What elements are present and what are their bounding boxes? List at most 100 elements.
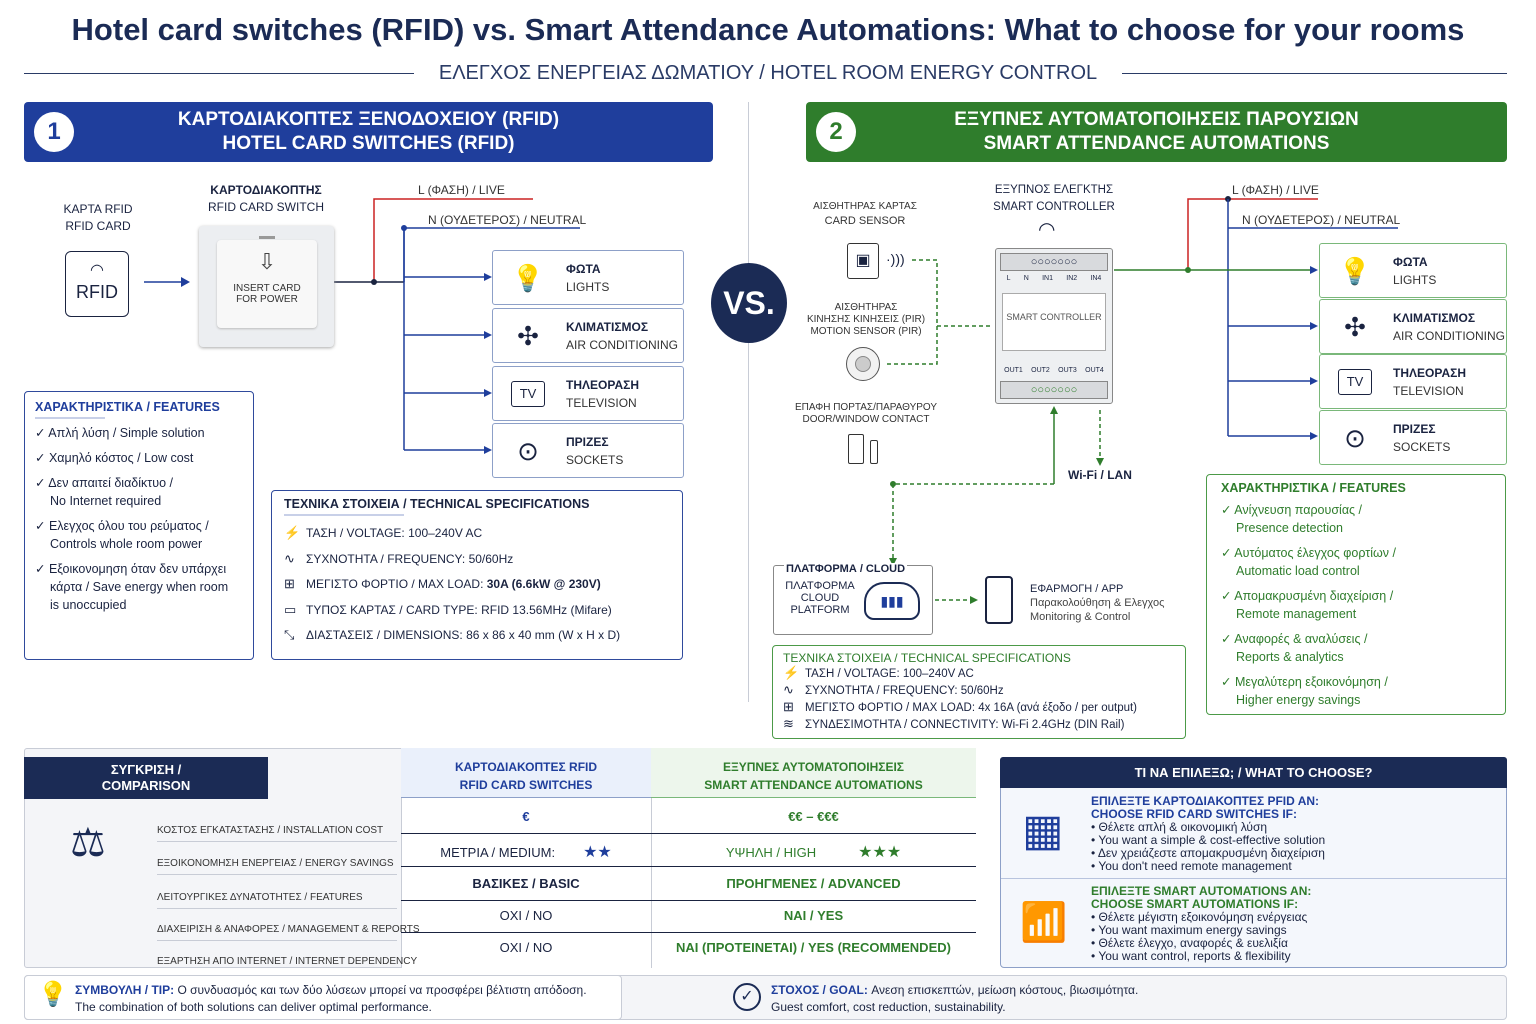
wifi-lan-label: Wi-Fi / LAN [1068,468,1132,482]
bulb-icon: 💡 [1338,256,1372,286]
door-contact-magnet [870,440,878,464]
scales-icon: ⚖ [70,821,106,865]
load-label-greek: ΦΩΤΑ [566,262,601,276]
rfid-wiring [144,198,580,454]
neutral-label: N (ΟΥΔΕΤΕΡΟΣ) / NEUTRAL [1242,213,1401,227]
spec-row: ∿ΣΥΧΝΟΤΗΤΑ / FREQUENCY: 50/60Hz [284,550,514,566]
smart-section-banner: 2 ΕΞΥΠΝΕΣ ΑΥΤΟΜΑΤΟΠΟΙΗΣΕΙΣ ΠΑΡΟΥΣΙΩΝ SMA… [806,102,1507,162]
load-label-greek: ΚΛΙΜΑΤΙΣΜΟΣ [1393,311,1476,325]
spec-row: ⤡ΔΙΑΣΤΑΣΕΙΣ / DIMENSIONS: 86 x 86 x 40 m… [284,627,621,642]
door-contact-device [848,434,864,464]
choose-bullet: • Θέλετε μέγιστη εξοικονόμηση ενέργειας [1091,910,1308,924]
cloud-icon: ▮▮▮ [864,582,920,620]
motion-sensor-label: ΑΙΣΘΗΤΗΡΑΣ ΚΙΝΗΣΗΣ ΚΙΝΗΣΕΙΣ (PIR) MOTION… [806,302,926,337]
feature-item: ✓ Δεν απαιτεί διαδίκτυο /No Internet req… [35,476,173,508]
smart-value: ΠΡΟΗΓΜΕΝΕΣ / ADVANCED [726,876,901,891]
card-sensor-label: ΑΙΣΘΗΤΗΡΑΣ ΚΑΡΤΑΣ CARD SENSOR [813,201,917,227]
terminal-label: OUT1 [1004,367,1023,374]
page-title: Hotel card switches (RFID) vs. Smart Att… [71,12,1465,47]
load-label-english: LIGHTS [566,280,610,294]
check-icon: ✓ [1221,589,1235,603]
comparison-row-label: ΛΕΙΤΟΥΡΓΙΚΕΣ ΔΥΝΑΤΟΤΗΤΕΣ / FEATURES [157,892,397,909]
spec-row: ⊞ΜΕΓΙΣΤΟ ΦΟΡΤΙΟ / MAX LOAD: 30A (6.6kW @… [284,576,601,591]
section-number-badge: 1 [34,112,74,152]
controller-label: ΕΞΥΠΝΟΣ ΕΛΕΓΚΤΗΣ SMART CONTROLLER [993,184,1115,213]
load-label-english: SOCKETS [1393,440,1451,454]
rfid-value: ΒΑΣΙΚΕΣ / BASIC [472,876,580,891]
lightbulb-icon: 💡 [38,981,68,1008]
load-label-english: TELEVISION [566,396,637,410]
bolt-icon: ⚡ [284,525,301,540]
choose-bullet: • You want control, reports & flexibilit… [1091,949,1291,963]
terminal-label: N [1023,275,1029,282]
terminal-label: OUT3 [1058,367,1077,374]
growth-chart-icon: 📶 [1020,902,1068,944]
load-label-greek: ΠΡΙΖΕΣ [566,435,609,449]
comparison-row-label: ΕΞΟΙΚΟΝΟΜΗΣΗ ΕΝΕΡΓΕΙΑΣ / ENERGY SAVINGS [157,858,397,875]
comparison-title: ΣΥΓΚΡΙΣΗ / COMPARISON [24,757,268,799]
smart-value: ΝΑΙ (ΠΡΟΤΕΙΝΕΤΑΙ) / YES (RECOMMENDED) [676,940,951,955]
load-label-english: SOCKETS [566,453,624,467]
rfid-value: € [522,809,530,824]
smart-specs-panel: ΤΕΧΝΙΚΑ ΣΤΟΙΧΕΙΑ / TECHNICAL SPECIFICATI… [772,645,1186,739]
section-number-badge: 2 [816,112,856,152]
terminal-label: IN4 [1090,275,1102,282]
wifi-icon: ≋ [783,716,794,731]
bulb-icon: 💡 [511,263,545,293]
load-label-english: LIGHTS [1393,273,1437,287]
fan-icon: ✣ [1344,312,1366,342]
arrow-down-icon: ⇩ [257,249,277,274]
rfid-column-header: ΚΑΡΤΟΔΙΑΚΟΠΤΕΣ RFID RFID CARD SWITCHES [401,748,651,798]
cloud-title: ΠΛΑΤΦΟΡΜΑ / CLOUD [784,563,908,575]
choose-panel [1000,757,1507,968]
controller-face: SMART CONTROLLER [1002,293,1106,351]
comparison-row-label: ΚΟΣΤΟΣ ΕΓΚΑΤΑΣΤΑΣΗΣ / INSTALLATION COST [157,825,397,842]
live-wire [373,198,533,282]
spec-row: ⚡ΤΑΣΗ / VOLTAGE: 100–240V AC [284,525,483,540]
check-icon: ✓ [1221,675,1235,689]
specs-title: ΤΕΧΝΙΚΑ ΣΤΟΙΧΕΙΑ / TECHNICAL SPECIFICATI… [783,651,1071,665]
feature-item: ✓ Αναφορές & αναλύσεις /Reports & analyt… [1221,632,1368,664]
bottom-terminals: ○○○○○○○ [1000,381,1108,399]
check-icon: ✓ [35,451,49,465]
wave-icon: ∿ [284,550,295,566]
goal-text: ΣΤΟΧΟΣ / GOAL: Ανεση επισκεπτών, μείωση … [771,983,1139,1014]
feature-item: ✓ Μεγαλύτερη εξοικονόμηση /Higher energy… [1221,675,1388,707]
checkmark-circle-icon: ✓ [733,983,761,1011]
smart-wiring [885,196,1398,604]
load-label-greek: ΦΩΤΑ [1393,255,1428,269]
feature-item: ✓ Ανίχνευση παρουσίας /Presence detectio… [1221,503,1363,535]
check-icon: ✓ [1221,632,1235,646]
socket-icon: ⊙ [1344,423,1366,453]
rfid-value: ΟΧΙ / NO [499,908,553,923]
choose-bullet: • Θέλετε απλή & οικονομική λύση [1091,820,1268,834]
tv-icon: TV [511,381,545,407]
features-title: ΧΑΡΑΚΤΗΡΙΣΤΙΚΑ / FEATURES [1221,481,1406,495]
card-switch-device: ⇩ INSERT CARD FOR POWER [199,226,334,347]
load-label-greek: ΤΗΛΕΟΡΑΣΗ [566,378,639,392]
terminal-label: IN2 [1066,275,1078,282]
choose-bullet: • You want maximum energy savings [1091,923,1287,937]
tip-box [24,975,622,1020]
check-icon: ✓ [1221,546,1235,560]
smartphone-icon [985,576,1013,624]
load-lights: 💡 ΦΩΤΑ LIGHTS [1319,243,1507,298]
load-label-english: TELEVISION [1393,384,1464,398]
smart-value: ΝΑΙ / YES [783,908,844,923]
page-subtitle: ΕΛΕΓΧΟΣ ΕΝΕΡΓΕΙΑΣ ΔΩΜΑΤΙΟΥ / HOTEL ROOM … [438,62,1098,84]
check-icon: ✓ [35,562,49,576]
banner-title-english: SMART ATTENDANCE AUTOMATIONS [983,133,1330,154]
terminal-label: OUT4 [1085,367,1104,374]
banner-title-english: HOTEL CARD SWITCHES (RFID) [222,133,515,154]
spec-row: ▭ΤΥΠΟΣ ΚΑΡΤΑΣ / CARD TYPE: RFID 13.56MHz… [284,601,612,617]
rfid-value: ΟΧΙ / NO [499,940,553,955]
check-icon: ✓ [1221,503,1235,517]
arrow-head [181,277,190,287]
rfid-value: ΜΕΤΡΙΑ / MEDIUM:★★ [440,844,612,861]
feature-item: ✓ Απομακρυσμένη διαχείριση /Remote manag… [1221,589,1394,621]
